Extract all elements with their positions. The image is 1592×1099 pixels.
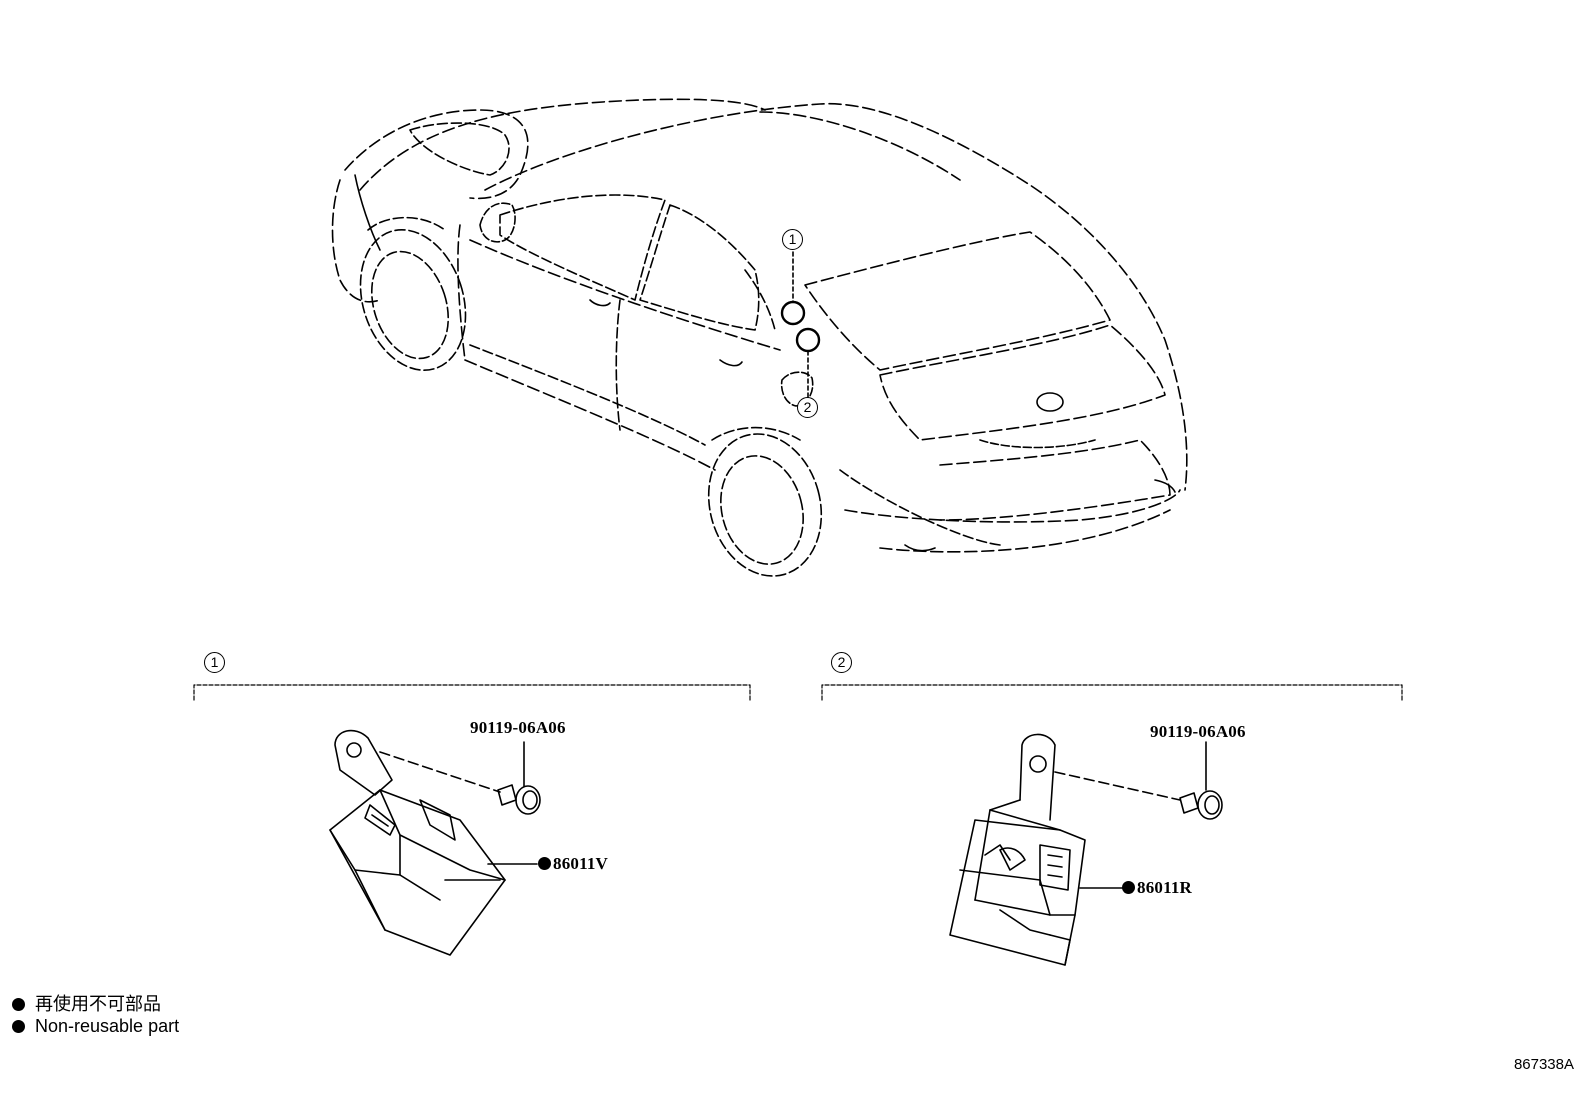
bolt-2-drawing xyxy=(1179,741,1223,820)
group-label-2: 2 xyxy=(831,652,852,673)
figure-id: 867338A xyxy=(1513,1056,1574,1073)
non-reusable-marker xyxy=(538,857,551,870)
vehicle-illustration xyxy=(331,98,1188,577)
group-label-1: 1 xyxy=(204,652,225,673)
part-number-module-2: 86011R xyxy=(1122,878,1192,898)
legend-dot-icon xyxy=(12,1020,25,1033)
non-reusable-marker xyxy=(1122,881,1135,894)
module-86011v-drawing xyxy=(329,729,506,956)
location-callout-2: 2 xyxy=(797,397,818,418)
part-number-module-2-text: 86011R xyxy=(1137,878,1193,897)
module-86011r-drawing xyxy=(949,733,1181,966)
legend-en-text: Non-reusable part xyxy=(35,1016,180,1036)
group-bracket-2 xyxy=(821,684,1403,701)
legend-en: Non-reusable part xyxy=(12,1016,179,1037)
part-number-module-1: 86011V xyxy=(538,854,608,874)
part-number-bolt-1: 90119-06A06 xyxy=(470,718,566,737)
legend-jp: 再使用不可部品 xyxy=(12,990,161,1016)
bolt-1-drawing xyxy=(497,741,541,815)
legend-jp-text: 再使用不可部品 xyxy=(35,994,161,1014)
part-number-module-1-text: 86011V xyxy=(553,854,609,873)
group-bracket-1 xyxy=(193,684,751,701)
part-number-bolt-2: 90119-06A06 xyxy=(1150,722,1246,741)
legend-dot-icon xyxy=(12,998,25,1011)
location-callout-1: 1 xyxy=(782,229,803,250)
